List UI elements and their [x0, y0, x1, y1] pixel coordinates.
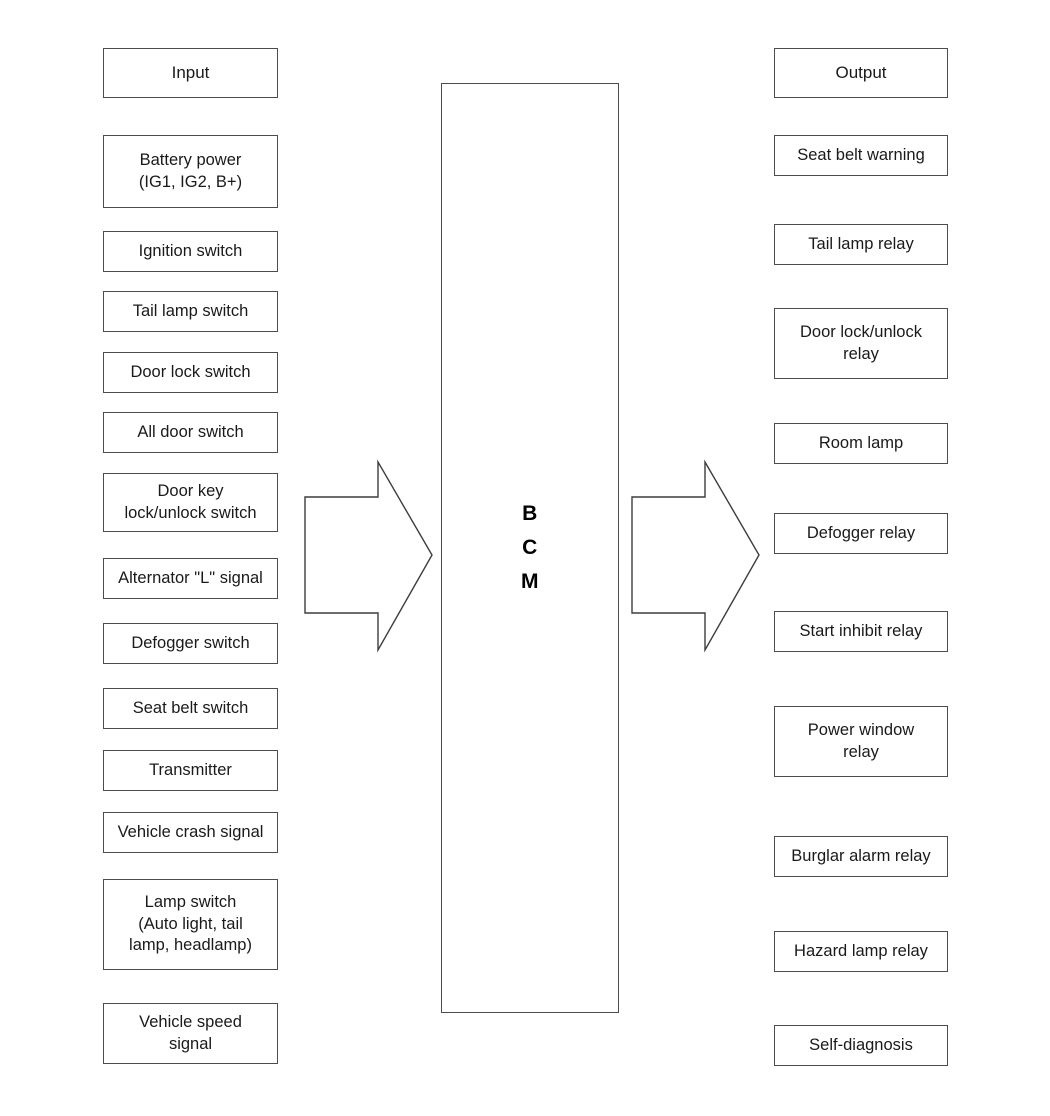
input-item-alternator-l-signal: Alternator "L" signal	[103, 558, 278, 599]
output-item-room-lamp: Room lamp	[774, 423, 948, 464]
input-item-vehicle-speed-signal: Vehicle speed signal	[103, 1003, 278, 1064]
input-column-header: Input	[103, 48, 278, 98]
output-flow-arrow	[631, 459, 760, 653]
output-item-hazard-lamp-relay: Hazard lamp relay	[774, 931, 948, 972]
output-item-start-inhibit-relay: Start inhibit relay	[774, 611, 948, 652]
output-item-power-window-relay: Power window relay	[774, 706, 948, 777]
output-item-tail-lamp-relay: Tail lamp relay	[774, 224, 948, 265]
input-item-ignition-switch: Ignition switch	[103, 231, 278, 272]
input-item-vehicle-crash-signal: Vehicle crash signal	[103, 812, 278, 853]
input-item-battery-power: Battery power (IG1, IG2, B+)	[103, 135, 278, 208]
input-item-door-key-lock-unlock-switch: Door key lock/unlock switch	[103, 473, 278, 532]
input-item-lamp-switch: Lamp switch (Auto light, tail lamp, head…	[103, 879, 278, 970]
output-column-header: Output	[774, 48, 948, 98]
output-item-defogger-relay: Defogger relay	[774, 513, 948, 554]
input-item-seat-belt-switch: Seat belt switch	[103, 688, 278, 729]
input-item-door-lock-switch: Door lock switch	[103, 352, 278, 393]
output-item-self-diagnosis: Self-diagnosis	[774, 1025, 948, 1066]
output-item-seat-belt-warning: Seat belt warning	[774, 135, 948, 176]
input-item-transmitter: Transmitter	[103, 750, 278, 791]
bcm-module: B C M	[441, 83, 619, 1013]
input-item-tail-lamp-switch: Tail lamp switch	[103, 291, 278, 332]
bcm-label: B C M	[521, 501, 539, 593]
input-flow-arrow	[304, 459, 433, 653]
output-item-door-lock-unlock-relay: Door lock/unlock relay	[774, 308, 948, 379]
input-item-defogger-switch: Defogger switch	[103, 623, 278, 664]
input-item-all-door-switch: All door switch	[103, 412, 278, 453]
output-item-burglar-alarm-relay: Burglar alarm relay	[774, 836, 948, 877]
